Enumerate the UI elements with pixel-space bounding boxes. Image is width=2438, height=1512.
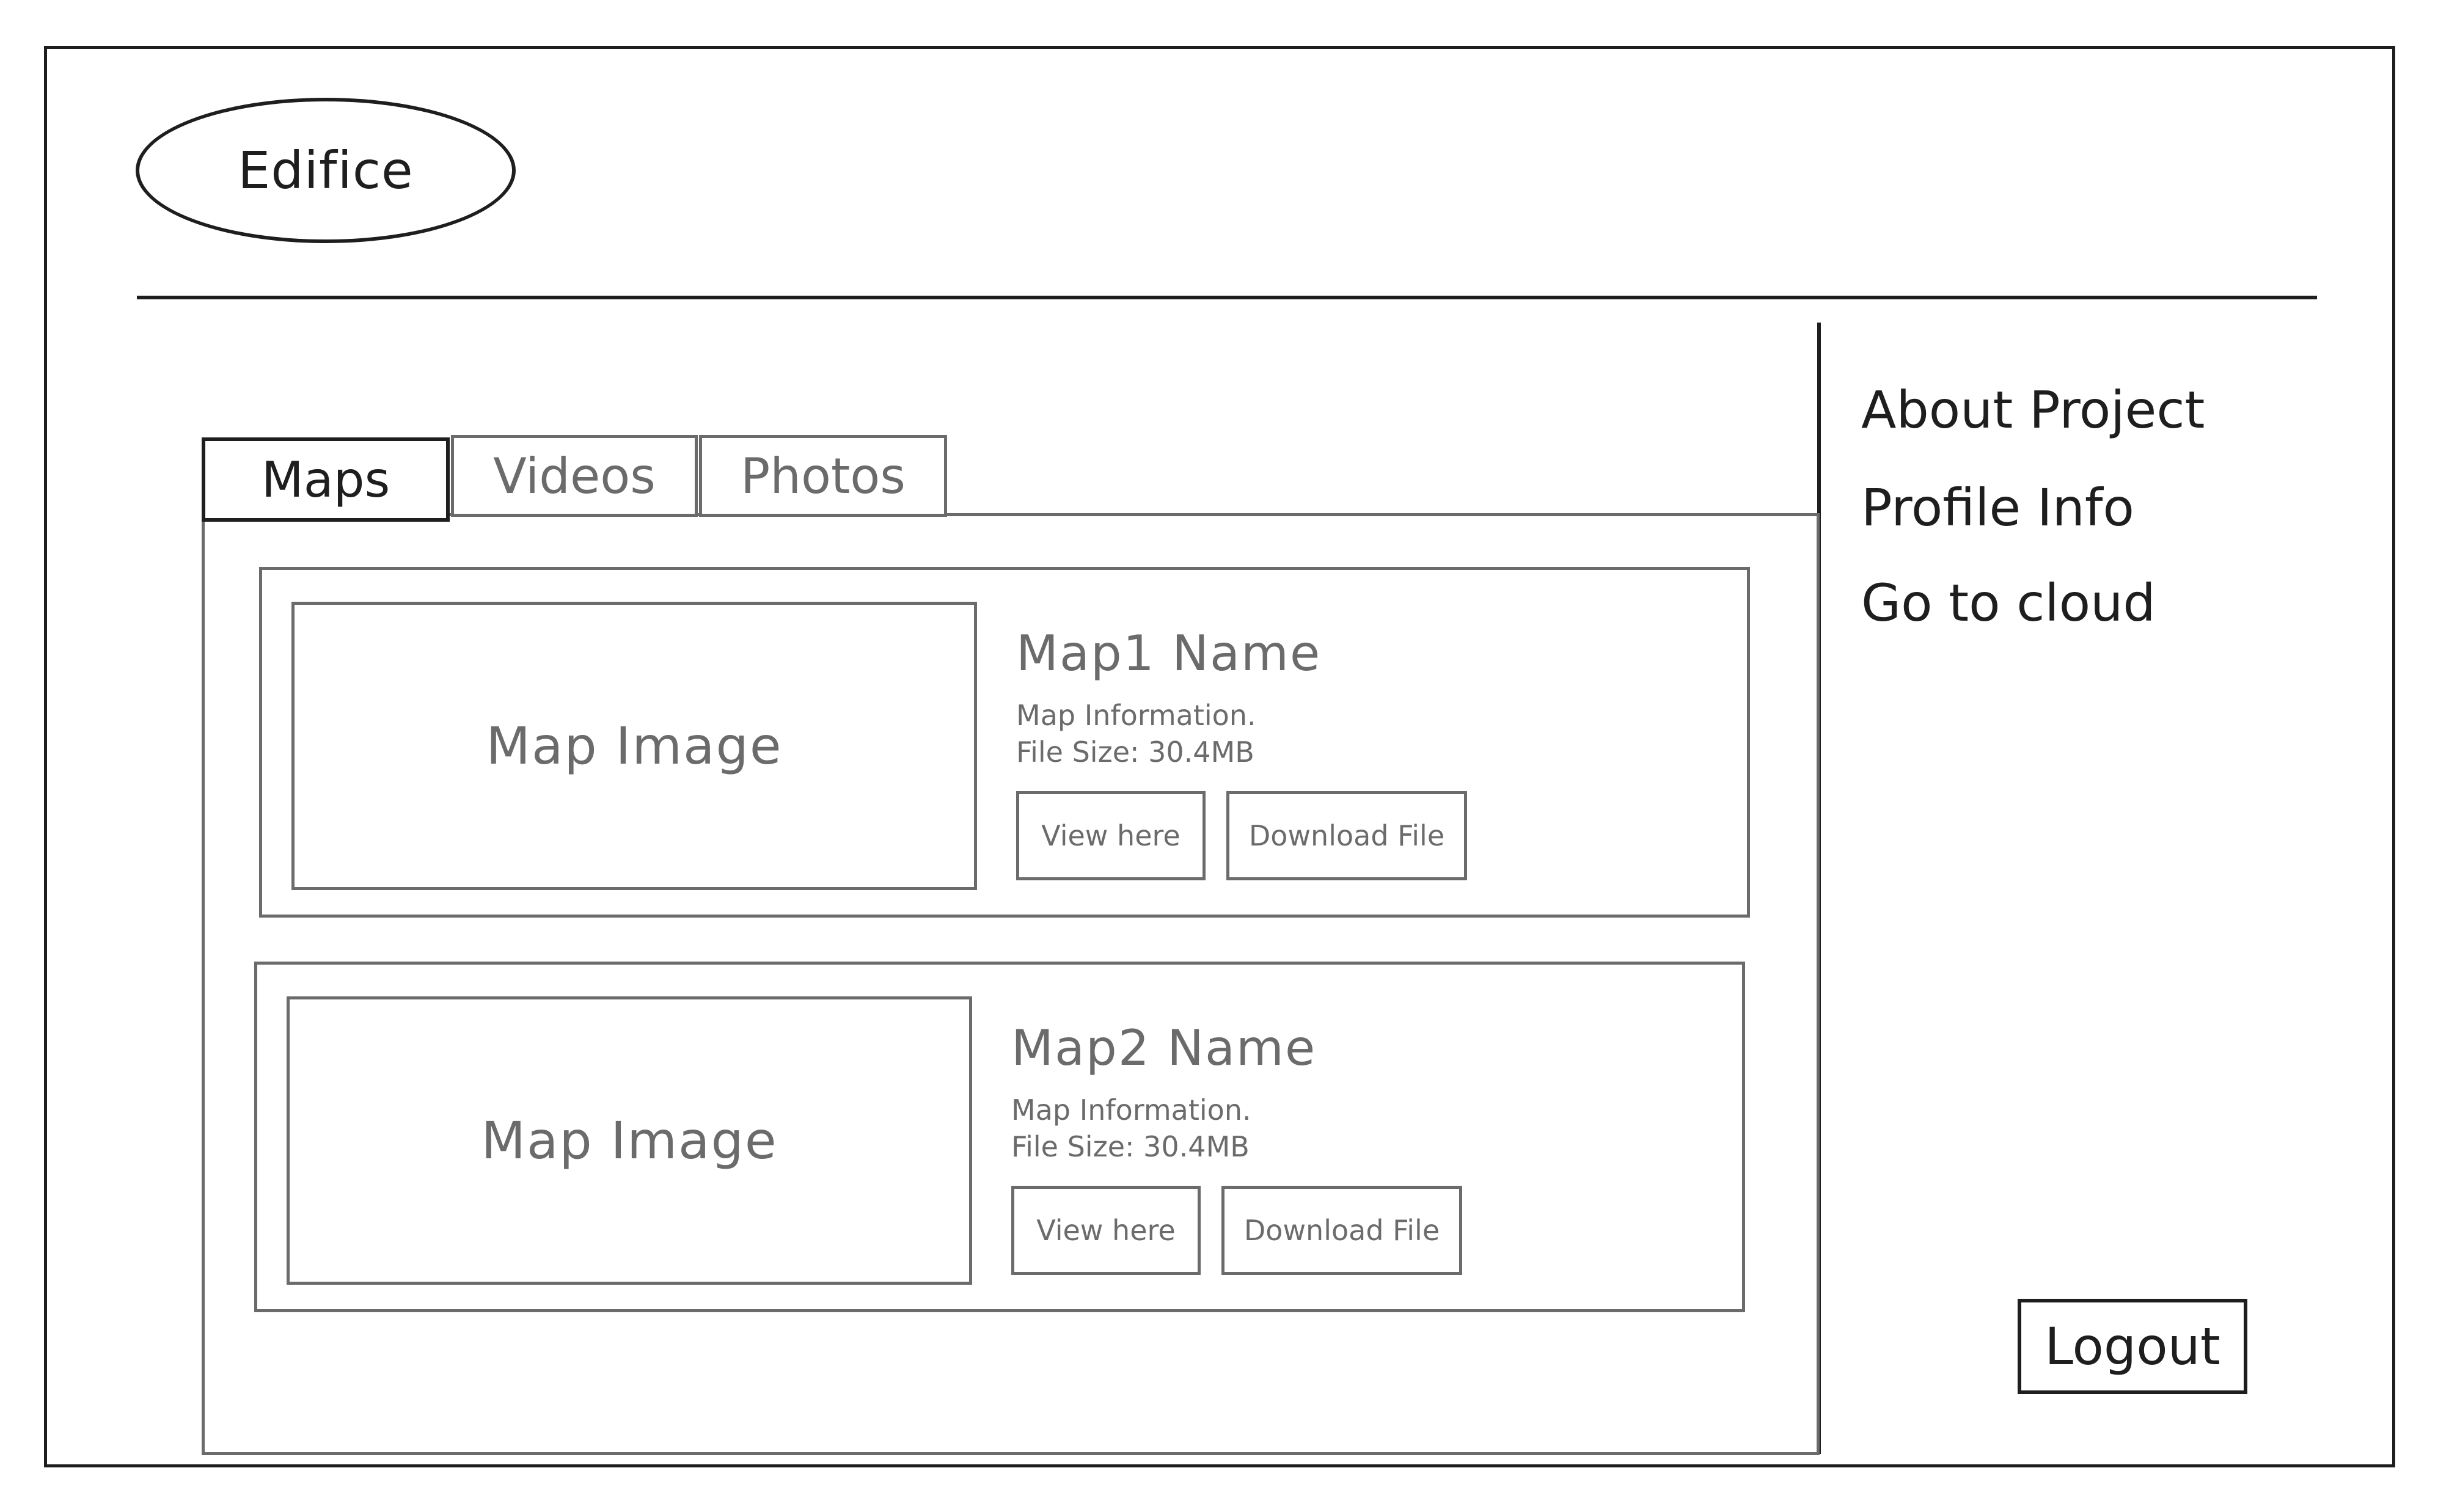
- map-title: Map2 Name: [1011, 1020, 1317, 1076]
- sidebar-link-about-project[interactable]: About Project: [1861, 380, 2205, 440]
- map-image-label: Map Image: [481, 1111, 778, 1171]
- view-here-button[interactable]: View here: [1016, 791, 1206, 880]
- logout-label: Logout: [2044, 1317, 2220, 1376]
- logo[interactable]: Edifice: [136, 98, 516, 243]
- map-file-size: File Size: 30.4MB: [1016, 736, 1254, 769]
- sidebar-link-profile-info[interactable]: Profile Info: [1861, 478, 2134, 538]
- map-image-placeholder: Map Image: [287, 996, 972, 1285]
- download-file-button[interactable]: Download File: [1226, 791, 1467, 880]
- button-label: View here: [1036, 1214, 1176, 1247]
- tab-videos[interactable]: Videos: [451, 435, 698, 517]
- tab-photos[interactable]: Photos: [699, 435, 947, 517]
- button-label: View here: [1041, 819, 1181, 852]
- tab-label: Videos: [493, 447, 656, 505]
- logo-text: Edifice: [238, 141, 414, 200]
- map-info: Map Information.: [1011, 1094, 1251, 1127]
- header-divider: [137, 296, 2317, 299]
- map-details: Map Information. File Size: 30.4MB: [1016, 697, 1256, 770]
- map-info: Map Information.: [1016, 699, 1256, 732]
- button-label: Download File: [1243, 1214, 1440, 1247]
- map-file-size: File Size: 30.4MB: [1011, 1130, 1250, 1163]
- logout-button[interactable]: Logout: [2018, 1299, 2247, 1394]
- download-file-button[interactable]: Download File: [1221, 1186, 1462, 1275]
- app-frame: [44, 46, 2395, 1467]
- view-here-button[interactable]: View here: [1011, 1186, 1201, 1275]
- button-label: Download File: [1248, 819, 1445, 852]
- map-image-placeholder: Map Image: [291, 602, 977, 890]
- map-card: Map Image Map2 Name Map Information. Fil…: [254, 962, 1745, 1312]
- map-card: Map Image Map1 Name Map Information. Fil…: [259, 567, 1750, 918]
- tab-label: Maps: [261, 451, 390, 508]
- map-image-label: Map Image: [486, 716, 783, 776]
- tab-maps[interactable]: Maps: [202, 437, 450, 522]
- map-details: Map Information. File Size: 30.4MB: [1011, 1092, 1251, 1165]
- tab-label: Photos: [741, 447, 906, 505]
- map-title: Map1 Name: [1016, 625, 1322, 682]
- sidebar-link-go-to-cloud[interactable]: Go to cloud: [1861, 573, 2156, 633]
- tab-panel: [202, 513, 1820, 1455]
